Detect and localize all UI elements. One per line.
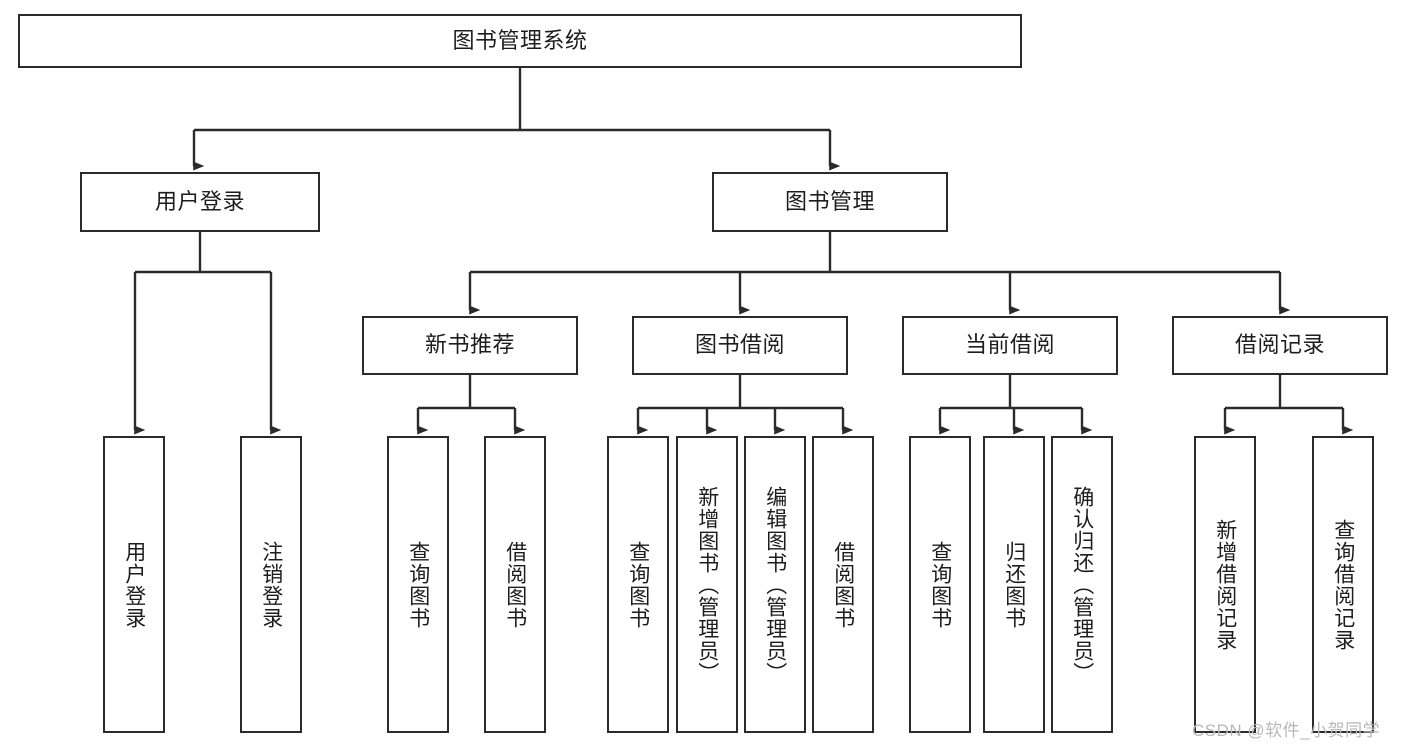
node-leaf-borrow-book-2[interactable]: 借阅图书 xyxy=(812,436,874,733)
node-book-manage[interactable]: 图书管理 xyxy=(712,172,948,232)
node-leaf-add-book[interactable]: 新增图书（管理员） xyxy=(676,436,738,733)
node-leaf-return-book-label: 归还图书 xyxy=(1002,540,1026,629)
node-leaf-query-record-label: 查询借阅记录 xyxy=(1331,518,1355,651)
node-leaf-borrow-book-1[interactable]: 借阅图书 xyxy=(484,436,546,733)
node-leaf-edit-book[interactable]: 编辑图书（管理员） xyxy=(744,436,806,733)
node-user-login[interactable]: 用户登录 xyxy=(80,172,320,232)
node-leaf-query-book-3-label: 查询图书 xyxy=(928,540,952,629)
node-user-login-label: 用户登录 xyxy=(154,188,245,214)
node-leaf-query-book-3[interactable]: 查询图书 xyxy=(909,436,971,733)
node-current-borrow[interactable]: 当前借阅 xyxy=(902,316,1118,375)
node-leaf-add-record[interactable]: 新增借阅记录 xyxy=(1194,436,1256,733)
node-leaf-add-book-label: 新增图书（管理员） xyxy=(695,485,719,684)
node-leaf-query-book-2[interactable]: 查询图书 xyxy=(607,436,669,733)
node-leaf-add-record-label: 新增借阅记录 xyxy=(1213,518,1237,651)
node-leaf-user-login[interactable]: 用户登录 xyxy=(103,436,165,733)
node-leaf-return-book[interactable]: 归还图书 xyxy=(983,436,1045,733)
node-leaf-query-record[interactable]: 查询借阅记录 xyxy=(1312,436,1374,733)
node-leaf-query-book-1-label: 查询图书 xyxy=(406,540,430,629)
node-new-book-recommend-label: 新书推荐 xyxy=(424,332,515,358)
node-borrow-record-label: 借阅记录 xyxy=(1234,332,1325,358)
node-leaf-confirm-return-label: 确认归还（管理员） xyxy=(1070,485,1094,684)
node-book-borrow[interactable]: 图书借阅 xyxy=(632,316,848,375)
node-root[interactable]: 图书管理系统 xyxy=(18,14,1022,68)
node-leaf-borrow-book-2-label: 借阅图书 xyxy=(831,540,855,629)
node-leaf-user-logout-label: 注销登录 xyxy=(259,540,283,629)
node-leaf-user-logout[interactable]: 注销登录 xyxy=(240,436,302,733)
node-leaf-borrow-book-1-label: 借阅图书 xyxy=(503,540,527,629)
node-leaf-query-book-2-label: 查询图书 xyxy=(626,540,650,629)
node-leaf-edit-book-label: 编辑图书（管理员） xyxy=(763,485,787,684)
node-new-book-recommend[interactable]: 新书推荐 xyxy=(362,316,578,375)
node-leaf-user-login-label: 用户登录 xyxy=(122,540,146,629)
node-book-borrow-label: 图书借阅 xyxy=(694,332,785,358)
node-root-label: 图书管理系统 xyxy=(452,27,588,53)
node-leaf-query-book-1[interactable]: 查询图书 xyxy=(387,436,449,733)
node-leaf-confirm-return[interactable]: 确认归还（管理员） xyxy=(1051,436,1113,733)
node-current-borrow-label: 当前借阅 xyxy=(964,332,1055,358)
node-book-manage-label: 图书管理 xyxy=(784,188,875,214)
node-borrow-record[interactable]: 借阅记录 xyxy=(1172,316,1388,375)
watermark: CSDN @软件_小贺同学 xyxy=(1192,721,1381,740)
